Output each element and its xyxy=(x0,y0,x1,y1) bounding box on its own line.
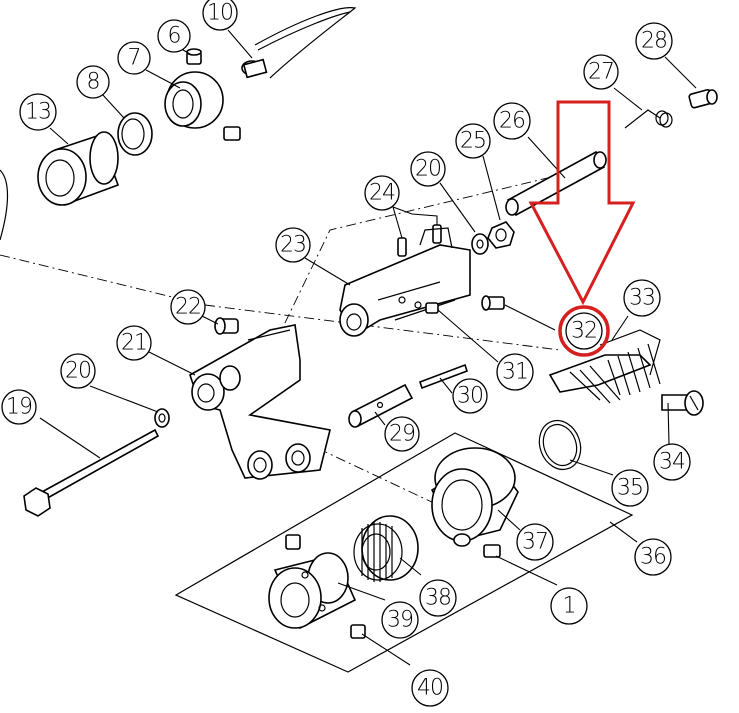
callout-label: 13 xyxy=(25,100,51,125)
callout-34: 34 xyxy=(653,443,691,481)
part-6-screw xyxy=(186,48,202,65)
part-26-shaft xyxy=(505,150,607,217)
callout-26: 26 xyxy=(493,102,531,140)
highlight-annotation xyxy=(528,100,636,357)
callout-label: 39 xyxy=(387,608,413,633)
leader-lines xyxy=(39,29,697,666)
callout-37: 37 xyxy=(516,523,554,561)
part-22-screw xyxy=(214,317,239,335)
part-38-bearing xyxy=(353,515,419,582)
part-23-bracket xyxy=(339,227,471,337)
callout-label: 34 xyxy=(659,450,685,475)
callout-label: 19 xyxy=(6,395,32,420)
callout-label: 33 xyxy=(629,286,655,311)
callout-label: 27 xyxy=(588,60,614,85)
part-34-screw xyxy=(661,390,704,416)
callout-32: 32 xyxy=(565,312,603,350)
callout-23: 23 xyxy=(275,227,311,263)
callout-33: 33 xyxy=(623,279,661,317)
part-30-pin xyxy=(418,363,469,390)
callout-label: 40 xyxy=(417,676,443,701)
callout-label: 35 xyxy=(617,476,643,501)
callout-label: 29 xyxy=(389,422,415,447)
part-28-screw xyxy=(688,89,718,109)
callout-39: 39 xyxy=(381,601,419,639)
part-32-screw xyxy=(481,295,505,311)
part-29-shaft xyxy=(348,383,414,428)
callout-24: 24 xyxy=(364,175,400,211)
callout-label: 26 xyxy=(499,109,525,134)
callout-label: 10 xyxy=(207,1,233,26)
callout-13: 13 xyxy=(19,93,57,131)
part-39-set-screw xyxy=(285,534,301,550)
part-edge-fragment xyxy=(0,169,9,241)
callout-10: 10 xyxy=(202,0,238,31)
highlight-circle xyxy=(558,305,610,357)
callout-25: 25 xyxy=(455,123,491,159)
callout-label: 22 xyxy=(175,295,201,320)
callout-1: 1 xyxy=(550,587,588,625)
part-25-nut xyxy=(487,221,515,249)
part-33-spring-comb xyxy=(548,329,661,404)
callout-30: 30 xyxy=(452,378,488,414)
part-35-snap-ring xyxy=(538,419,582,471)
part-8-washer xyxy=(117,112,153,156)
callout-label: 28 xyxy=(641,29,667,54)
callout-label: 20 xyxy=(415,157,441,182)
part-40-screw xyxy=(350,624,366,639)
callout-7: 7 xyxy=(117,41,151,75)
part-21-lever xyxy=(189,324,331,480)
callout-label: 25 xyxy=(460,129,486,154)
callout-label: 6 xyxy=(168,24,181,49)
callout-label: 31 xyxy=(502,360,528,385)
callout-label: 20 xyxy=(65,359,91,384)
callout-20-lower: 20 xyxy=(60,353,96,389)
part-13-bushing xyxy=(37,131,120,206)
callout-label: 24 xyxy=(369,181,395,206)
callout-40: 40 xyxy=(411,669,449,707)
callout-29: 29 xyxy=(384,416,420,452)
callout-19: 19 xyxy=(1,389,37,425)
callout-label: 1 xyxy=(563,594,576,619)
part-1-screw xyxy=(483,544,501,558)
callout-label: 36 xyxy=(640,545,666,570)
callout-label: 23 xyxy=(280,233,306,258)
callout-label: 8 xyxy=(87,70,100,95)
callout-22: 22 xyxy=(170,289,206,325)
part-19-bolt xyxy=(23,428,160,517)
callout-label: 32 xyxy=(571,319,597,344)
callout-20-upper: 20 xyxy=(410,151,446,187)
callout-28: 28 xyxy=(635,22,673,60)
part-20-washer-upper xyxy=(471,233,489,255)
callout-35: 35 xyxy=(611,469,649,507)
callout-8: 8 xyxy=(76,65,110,99)
part-27-spring xyxy=(624,109,673,129)
part-10-cable xyxy=(241,7,357,79)
part-20-washer-lower xyxy=(154,408,170,428)
callout-label: 21 xyxy=(121,331,147,356)
callout-38: 38 xyxy=(419,579,457,617)
callout-label: 7 xyxy=(128,46,141,71)
callout-label: 37 xyxy=(522,530,548,555)
callout-label: 38 xyxy=(425,586,451,611)
part-31-screw xyxy=(425,302,439,314)
part-39-eccentric xyxy=(268,552,357,630)
highlight-arrow xyxy=(528,100,636,306)
callout-21: 21 xyxy=(116,325,152,361)
assembly-group-outline xyxy=(174,432,634,673)
part-7-collar xyxy=(164,71,241,141)
callout-36: 36 xyxy=(634,538,672,576)
callout-6: 6 xyxy=(157,19,191,53)
callout-31: 31 xyxy=(496,353,534,391)
callout-label: 30 xyxy=(457,384,483,409)
callout-27: 27 xyxy=(583,54,619,90)
part-37-cup xyxy=(430,447,519,547)
